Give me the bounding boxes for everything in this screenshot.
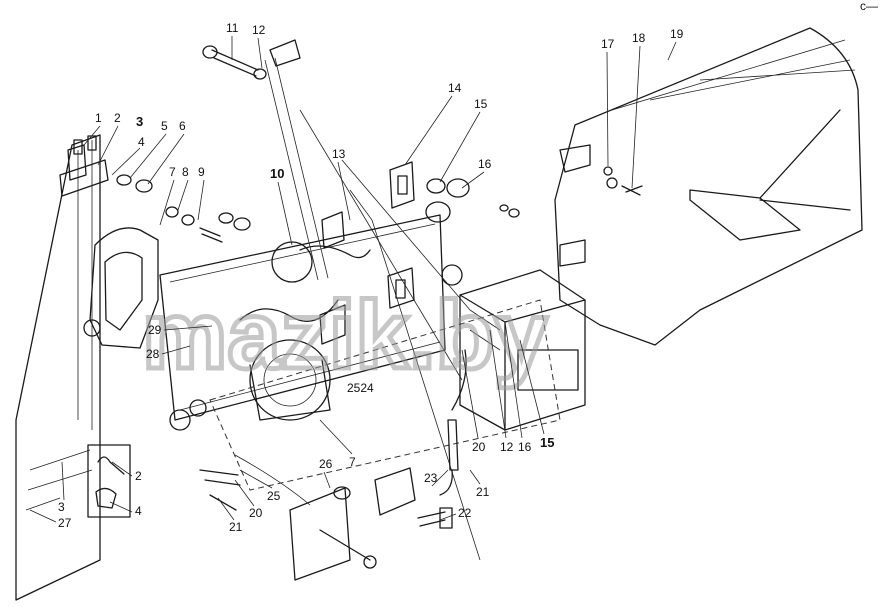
callout-2: 2 [114,111,121,125]
callout-12: 12 [252,23,266,37]
callout-22: 22 [458,506,472,520]
callout-2-lower: 2 [135,469,142,483]
callout-3: 3 [136,114,143,129]
top-bolt [202,39,301,80]
callout-21-right: 21 [476,485,490,499]
callout-28: 28 [146,347,160,361]
callout-25: 25 [267,489,281,503]
callout-13: 13 [332,147,346,161]
callout-2524: 2524 [347,381,374,395]
callout-21-lower: 21 [229,520,243,534]
callout-29: 29 [148,323,162,337]
corner-mark: c— [860,0,878,13]
washers-left [116,174,251,243]
callout-15-right: 15 [540,435,554,450]
callout-20-right: 20 [472,440,486,454]
callout-6: 6 [179,119,186,133]
callout-19: 19 [670,27,684,41]
cover-housing [554,27,863,346]
callout-26: 26 [319,457,333,471]
frame-member [15,134,109,601]
callout-8: 8 [182,165,189,179]
slotted-clamps [387,161,415,309]
callout-12-right: 12 [500,440,514,454]
callout-20-lower: 20 [249,506,263,520]
mounting-plate [159,211,446,431]
callout-3-lower: 3 [58,500,65,514]
callout-16: 16 [478,157,492,171]
callout-14: 14 [448,81,462,95]
callout-10: 10 [270,166,284,181]
callout-15: 15 [474,97,488,111]
callouts: 1 2 3 4 5 6 7 8 9 10 11 12 13 14 15 16 1… [58,21,684,534]
callout-11: 11 [226,21,239,35]
callout-9: 9 [198,165,205,179]
callout-27: 27 [58,516,72,530]
callout-1: 1 [95,111,102,125]
leader-lines [29,36,677,523]
callout-4: 4 [138,135,145,149]
callout-7: 7 [169,165,176,179]
callout-5: 5 [161,119,168,133]
callout-18: 18 [632,31,646,45]
bottom-parts [199,467,453,581]
watermark-text: mazik.by [142,282,548,389]
clip-parts [87,444,131,518]
callout-16-right: 16 [518,440,532,454]
callout-23: 23 [424,471,438,485]
hose-assembly [439,349,467,496]
fasteners-16 [425,178,520,223]
left-bracket [83,227,159,349]
callout-4-lower: 4 [135,504,142,518]
callout-7-lower: 7 [349,455,356,469]
callout-17: 17 [601,37,615,51]
